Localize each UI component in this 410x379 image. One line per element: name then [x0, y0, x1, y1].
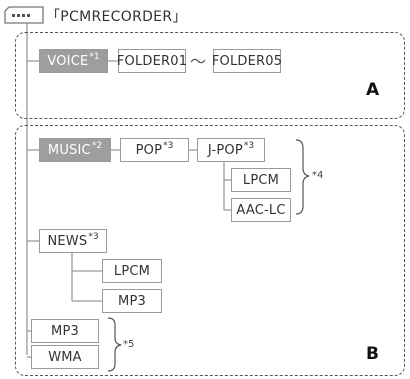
voice-folder-note: *1	[89, 52, 100, 62]
jpop-aaclc-label: AAC-LC	[236, 202, 286, 218]
folder05-label: FOLDER05	[211, 53, 283, 69]
jpop-lpcm-label: LPCM	[242, 172, 280, 188]
root-mp3-folder: MP3	[31, 319, 99, 343]
jpop-folder-label: J-POP	[207, 142, 243, 158]
memory-drive-icon	[4, 6, 44, 24]
folder01-folder: FOLDER01	[116, 49, 188, 73]
root-files-note: *5	[123, 339, 135, 350]
root-folder-label: 「PCMRECORDER」	[46, 9, 187, 25]
jpop-files-note: *4	[312, 170, 324, 181]
news-folder-label: NEWS	[47, 233, 88, 249]
root-wma-label: WMA	[48, 349, 82, 365]
region-a-letter: A	[366, 80, 380, 100]
jpop-folder-note: *3	[243, 141, 255, 151]
root-mp3-label: MP3	[51, 323, 79, 339]
region-a	[15, 32, 405, 119]
jpop-aaclc-folder: AAC-LC	[231, 198, 291, 222]
region-b	[15, 125, 405, 376]
pop-folder: POP*3	[120, 138, 189, 162]
pop-folder-note: *3	[163, 141, 174, 151]
voice-folder: VOICE*1	[39, 49, 108, 73]
folder05-folder: FOLDER05	[211, 49, 283, 73]
brace-root-files	[107, 317, 122, 372]
pop-folder-label: POP	[135, 142, 163, 158]
music-folder-label: MUSIC	[47, 142, 91, 158]
folder01-label: FOLDER01	[116, 53, 188, 69]
voice-folder-label: VOICE	[47, 53, 89, 69]
root-wma-folder: WMA	[31, 345, 99, 369]
news-folder-note: *3	[88, 232, 99, 242]
news-lpcm-folder: LPCM	[102, 259, 162, 283]
news-mp3-folder: MP3	[102, 289, 162, 313]
range-mark: 〜	[190, 52, 207, 71]
music-folder-note: *2	[91, 141, 103, 151]
jpop-folder: J-POP*3	[197, 138, 265, 162]
news-lpcm-label: LPCM	[113, 263, 151, 279]
news-mp3-label: MP3	[118, 293, 146, 309]
brace-jpop-files	[295, 139, 310, 215]
jpop-lpcm-folder: LPCM	[231, 168, 291, 192]
music-folder: MUSIC*2	[39, 138, 111, 162]
region-b-letter: B	[366, 344, 379, 364]
news-folder: NEWS*3	[39, 229, 107, 253]
